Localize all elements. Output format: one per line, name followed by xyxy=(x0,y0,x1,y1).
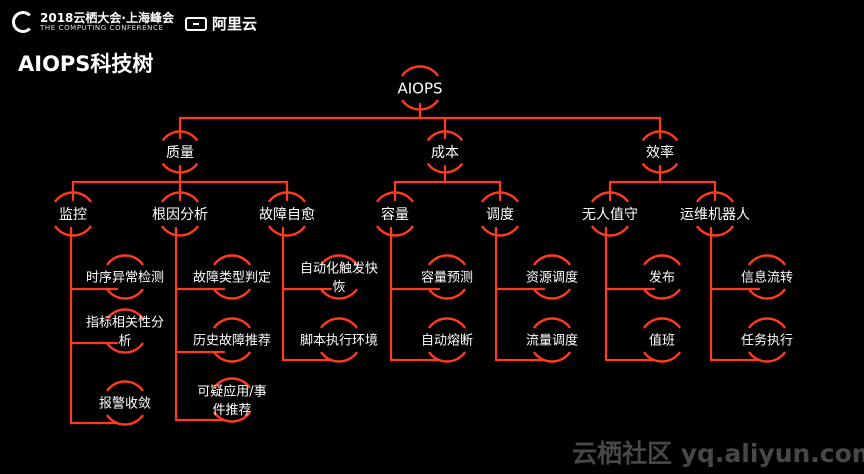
node-arc-top xyxy=(427,317,467,329)
category-node: 监控 xyxy=(59,207,87,223)
node-arc-top xyxy=(642,254,682,266)
node-arc-bottom xyxy=(642,288,682,300)
leaf-node: 恢 xyxy=(332,280,345,295)
node-arc-bottom xyxy=(212,411,252,423)
leaf-node: 故障类型判定 xyxy=(193,271,271,286)
node-arc-bottom xyxy=(105,414,145,426)
leaf-node: 自动熔断 xyxy=(421,334,473,349)
node-arc-bottom xyxy=(212,351,252,363)
conference-name-block: 2018云栖大会·上海峰会 THE COMPUTING CONFERENCE xyxy=(40,12,174,32)
node-arc-bottom xyxy=(53,225,93,237)
node-arc-top xyxy=(532,254,572,266)
leaf-node: 发布 xyxy=(649,270,675,286)
leaf-node: 件推荐 xyxy=(212,403,251,418)
category-node: 根因分析 xyxy=(152,207,208,223)
node-arc-bottom xyxy=(532,351,572,363)
leaf-node: 信息流转 xyxy=(741,270,793,286)
node-arc-top xyxy=(375,191,415,203)
node-arc-top xyxy=(747,317,787,329)
node-arc-bottom xyxy=(695,225,735,237)
node-arc-top xyxy=(480,191,520,203)
node-arc-bottom xyxy=(427,351,467,363)
node-arc-bottom xyxy=(747,351,787,363)
leaf-node: 历史故障推荐 xyxy=(193,334,271,349)
node-arc-bottom xyxy=(212,288,252,300)
leaf-node: 容量预测 xyxy=(421,270,473,286)
node-arc-top xyxy=(400,65,440,77)
node-arc-top xyxy=(427,254,467,266)
page-title: AIOPS科技树 xyxy=(18,52,154,76)
node-arc-bottom xyxy=(105,288,145,300)
node-arc-top xyxy=(641,130,679,142)
leaf-node: 自动化触发快 xyxy=(300,260,378,276)
leaf-node: 资源调度 xyxy=(526,270,578,286)
node-arc-bottom xyxy=(590,225,630,237)
node-arc-top xyxy=(105,308,145,320)
node-arc-top xyxy=(105,254,145,266)
alibaba-cloud-logo-icon xyxy=(185,16,207,31)
node-arc-top xyxy=(212,317,252,329)
node-arc-top xyxy=(532,317,572,329)
node-arc-bottom xyxy=(105,342,145,354)
tree-root-node: AIOPS xyxy=(397,79,442,97)
node-arc-top xyxy=(212,377,252,389)
node-arc-top xyxy=(53,191,93,203)
node-arc-bottom xyxy=(642,351,682,363)
leaf-node: 可疑应用/事 xyxy=(197,383,266,399)
node-arc-bottom xyxy=(319,351,359,363)
node-arc-top xyxy=(319,254,359,266)
leaf-node: 脚本执行环境 xyxy=(300,333,378,349)
node-arc-top xyxy=(695,191,735,203)
node-arc-top xyxy=(747,254,787,266)
node-arc-top xyxy=(105,380,145,392)
computing-conference-logo-icon xyxy=(12,11,34,33)
branch-node: 质量 xyxy=(166,145,194,161)
alibaba-cloud-logo: 阿里云 xyxy=(185,13,257,34)
node-arc-bottom xyxy=(427,288,467,300)
conference-header: 2018云栖大会·上海峰会 THE COMPUTING CONFERENCE xyxy=(12,8,174,36)
node-arc-top xyxy=(267,191,307,203)
node-arc-top xyxy=(161,130,199,142)
conference-subtitle: THE COMPUTING CONFERENCE xyxy=(40,23,164,32)
leaf-node: 流量调度 xyxy=(526,333,578,349)
tree-edges xyxy=(53,65,787,426)
leaf-node: 时序异常检测 xyxy=(86,271,164,286)
conference-title: 2018云栖大会·上海峰会 xyxy=(40,11,174,26)
node-arc-bottom xyxy=(747,288,787,300)
category-node: 运维机器人 xyxy=(680,207,750,223)
node-arc-bottom xyxy=(160,225,200,237)
category-node: 调度 xyxy=(486,207,514,223)
node-arc-bottom xyxy=(480,225,520,237)
category-node: 无人值守 xyxy=(582,207,638,223)
branch-node: 效率 xyxy=(646,144,674,161)
node-arc-bottom xyxy=(319,288,359,300)
alibaba-cloud-name: 阿里云 xyxy=(212,15,258,33)
watermark: 云栖社区 yq.aliyun.com xyxy=(572,439,864,468)
node-arc-top xyxy=(642,317,682,329)
leaf-node: 值班 xyxy=(649,333,675,349)
node-arc-bottom xyxy=(267,225,307,237)
leaf-node: 任务执行 xyxy=(741,333,793,349)
node-arc-top xyxy=(319,317,359,329)
branch-node: 成本 xyxy=(431,145,459,161)
node-arc-top xyxy=(160,191,200,203)
leaf-node: 报警收敛 xyxy=(99,396,151,412)
node-arc-top xyxy=(590,191,630,203)
node-arc-bottom xyxy=(532,288,572,300)
node-arc-top xyxy=(212,254,252,266)
leaf-node: 析 xyxy=(118,334,131,349)
node-arc-bottom xyxy=(375,225,415,237)
category-node: 容量 xyxy=(381,206,409,223)
node-arc-top xyxy=(426,130,464,142)
leaf-node: 指标相关性分 xyxy=(86,315,164,330)
category-node: 故障自愈 xyxy=(259,207,315,223)
